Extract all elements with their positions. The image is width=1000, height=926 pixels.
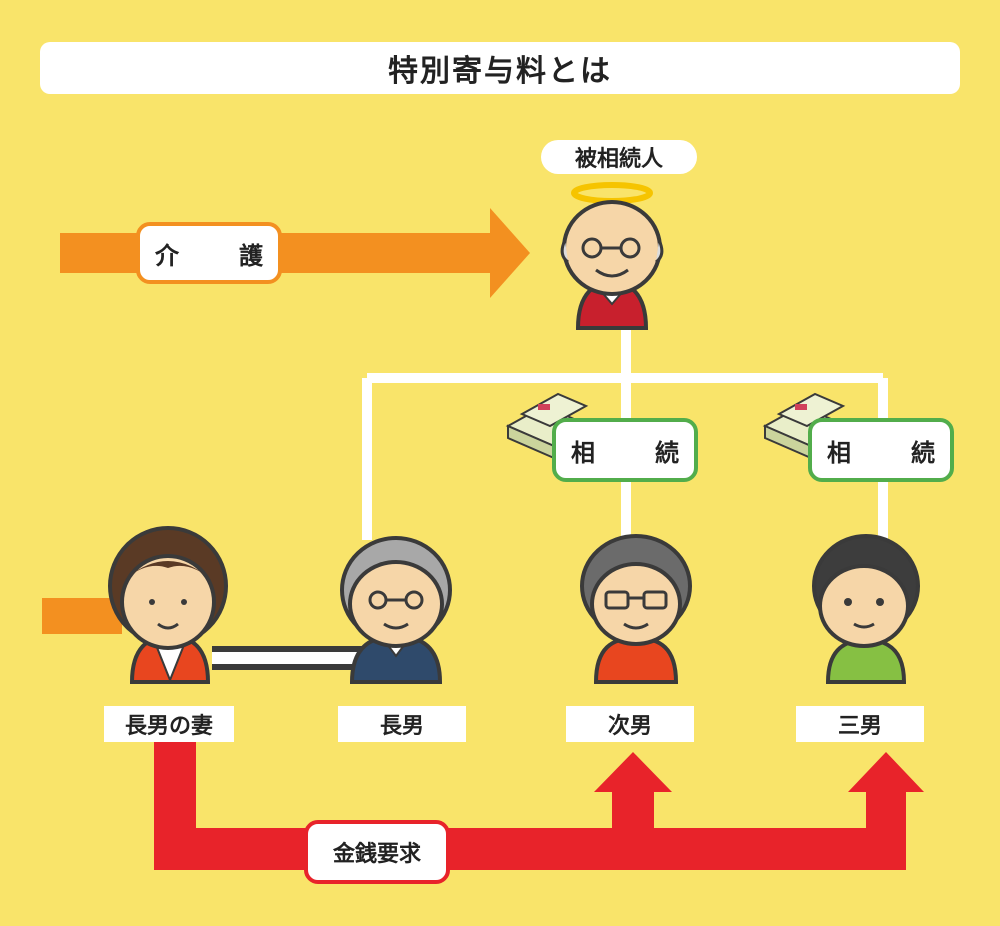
demand-arrow bbox=[154, 742, 924, 870]
eldest-son-name-label: 長男 bbox=[338, 706, 466, 742]
wife-figure bbox=[108, 526, 228, 684]
care-arrow bbox=[60, 208, 530, 298]
inherit-label-box-third-son: 相 続 bbox=[808, 418, 954, 482]
money-demand-label-box: 金銭要求 bbox=[304, 820, 450, 884]
care-label-box: 介 護 bbox=[136, 222, 282, 284]
third-son-figure bbox=[812, 534, 920, 684]
deceased-label: 被相続人 bbox=[541, 140, 697, 174]
deceased-figure bbox=[560, 182, 664, 330]
marriage-line bbox=[212, 646, 362, 670]
second-son-name-label: 次男 bbox=[566, 706, 694, 742]
wife-name-label: 長男の妻 bbox=[104, 706, 234, 742]
third-son-name-label: 三男 bbox=[796, 706, 924, 742]
eldest-son-figure bbox=[340, 536, 452, 684]
wife-care-stub bbox=[42, 598, 122, 634]
second-son-figure bbox=[580, 534, 692, 684]
page-title: 特別寄与料とは bbox=[40, 42, 960, 94]
halo-icon bbox=[571, 182, 653, 204]
inherit-label-box-second-son: 相 続 bbox=[552, 418, 698, 482]
